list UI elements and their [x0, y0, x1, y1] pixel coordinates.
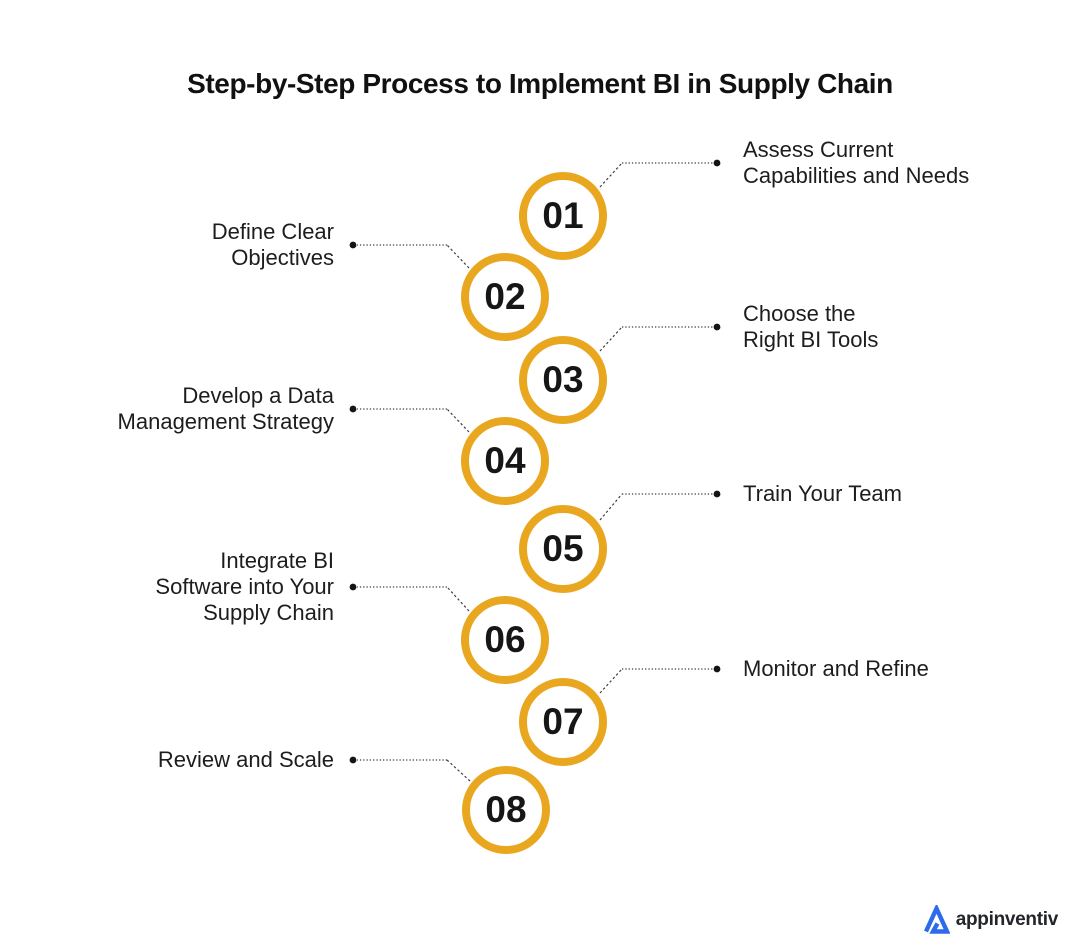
- connector-end-dot: [713, 323, 721, 331]
- step-number: 06: [484, 619, 526, 660]
- step-label: Train Your Team: [743, 481, 902, 506]
- step-label: Define Clear Objectives: [211, 219, 334, 270]
- connector-end-dot: [713, 159, 721, 167]
- logo-text: appinventiv: [955, 908, 1059, 930]
- step-label: Choose the Right BI Tools: [743, 301, 879, 352]
- step-number: 01: [542, 195, 584, 236]
- step-circle: 06: [461, 596, 549, 684]
- appinventiv-triangle-icon: [923, 905, 950, 934]
- connector-end-dot: [349, 756, 357, 764]
- step-number: 03: [542, 359, 584, 400]
- step-label: Integrate BI Software into Your Supply C…: [155, 548, 334, 625]
- connector-diagonal: [446, 759, 471, 782]
- connector-end-dot: [349, 405, 357, 413]
- connector-diagonal: [446, 408, 470, 433]
- step-number: 08: [485, 789, 527, 830]
- step-number: 05: [542, 528, 584, 569]
- step-label: Assess Current Capabilities and Needs: [743, 137, 970, 188]
- connector-end-dot: [349, 241, 357, 249]
- connector-diagonal: [446, 244, 470, 269]
- step-label: Develop a Data Management Strategy: [117, 383, 334, 434]
- step-circle: 01: [519, 172, 607, 260]
- appinventiv-logo: appinventiv: [923, 905, 1058, 934]
- connector-end-dot: [713, 665, 721, 673]
- connector-diagonal: [599, 668, 623, 694]
- step-label: Monitor and Refine: [743, 656, 929, 681]
- step-label: Review and Scale: [157, 747, 334, 772]
- connector-end-dot: [713, 490, 721, 498]
- connector-diagonal: [599, 326, 623, 352]
- step-number: 04: [484, 440, 526, 481]
- step-number: 02: [484, 276, 526, 317]
- step-circle: 03: [519, 336, 607, 424]
- step-circle: 05: [519, 505, 607, 593]
- step-circle: 04: [461, 417, 549, 505]
- step-circle: 07: [519, 678, 607, 766]
- page-title: Step-by-Step Process to Implement BI in …: [187, 68, 893, 99]
- connector-end-dot: [349, 583, 357, 591]
- connector-diagonal: [599, 493, 623, 521]
- connector-diagonal: [599, 162, 623, 188]
- connector-diagonal: [446, 586, 470, 612]
- step-circle: 08: [462, 766, 550, 854]
- step-number: 07: [542, 701, 584, 742]
- step-circle: 02: [461, 253, 549, 341]
